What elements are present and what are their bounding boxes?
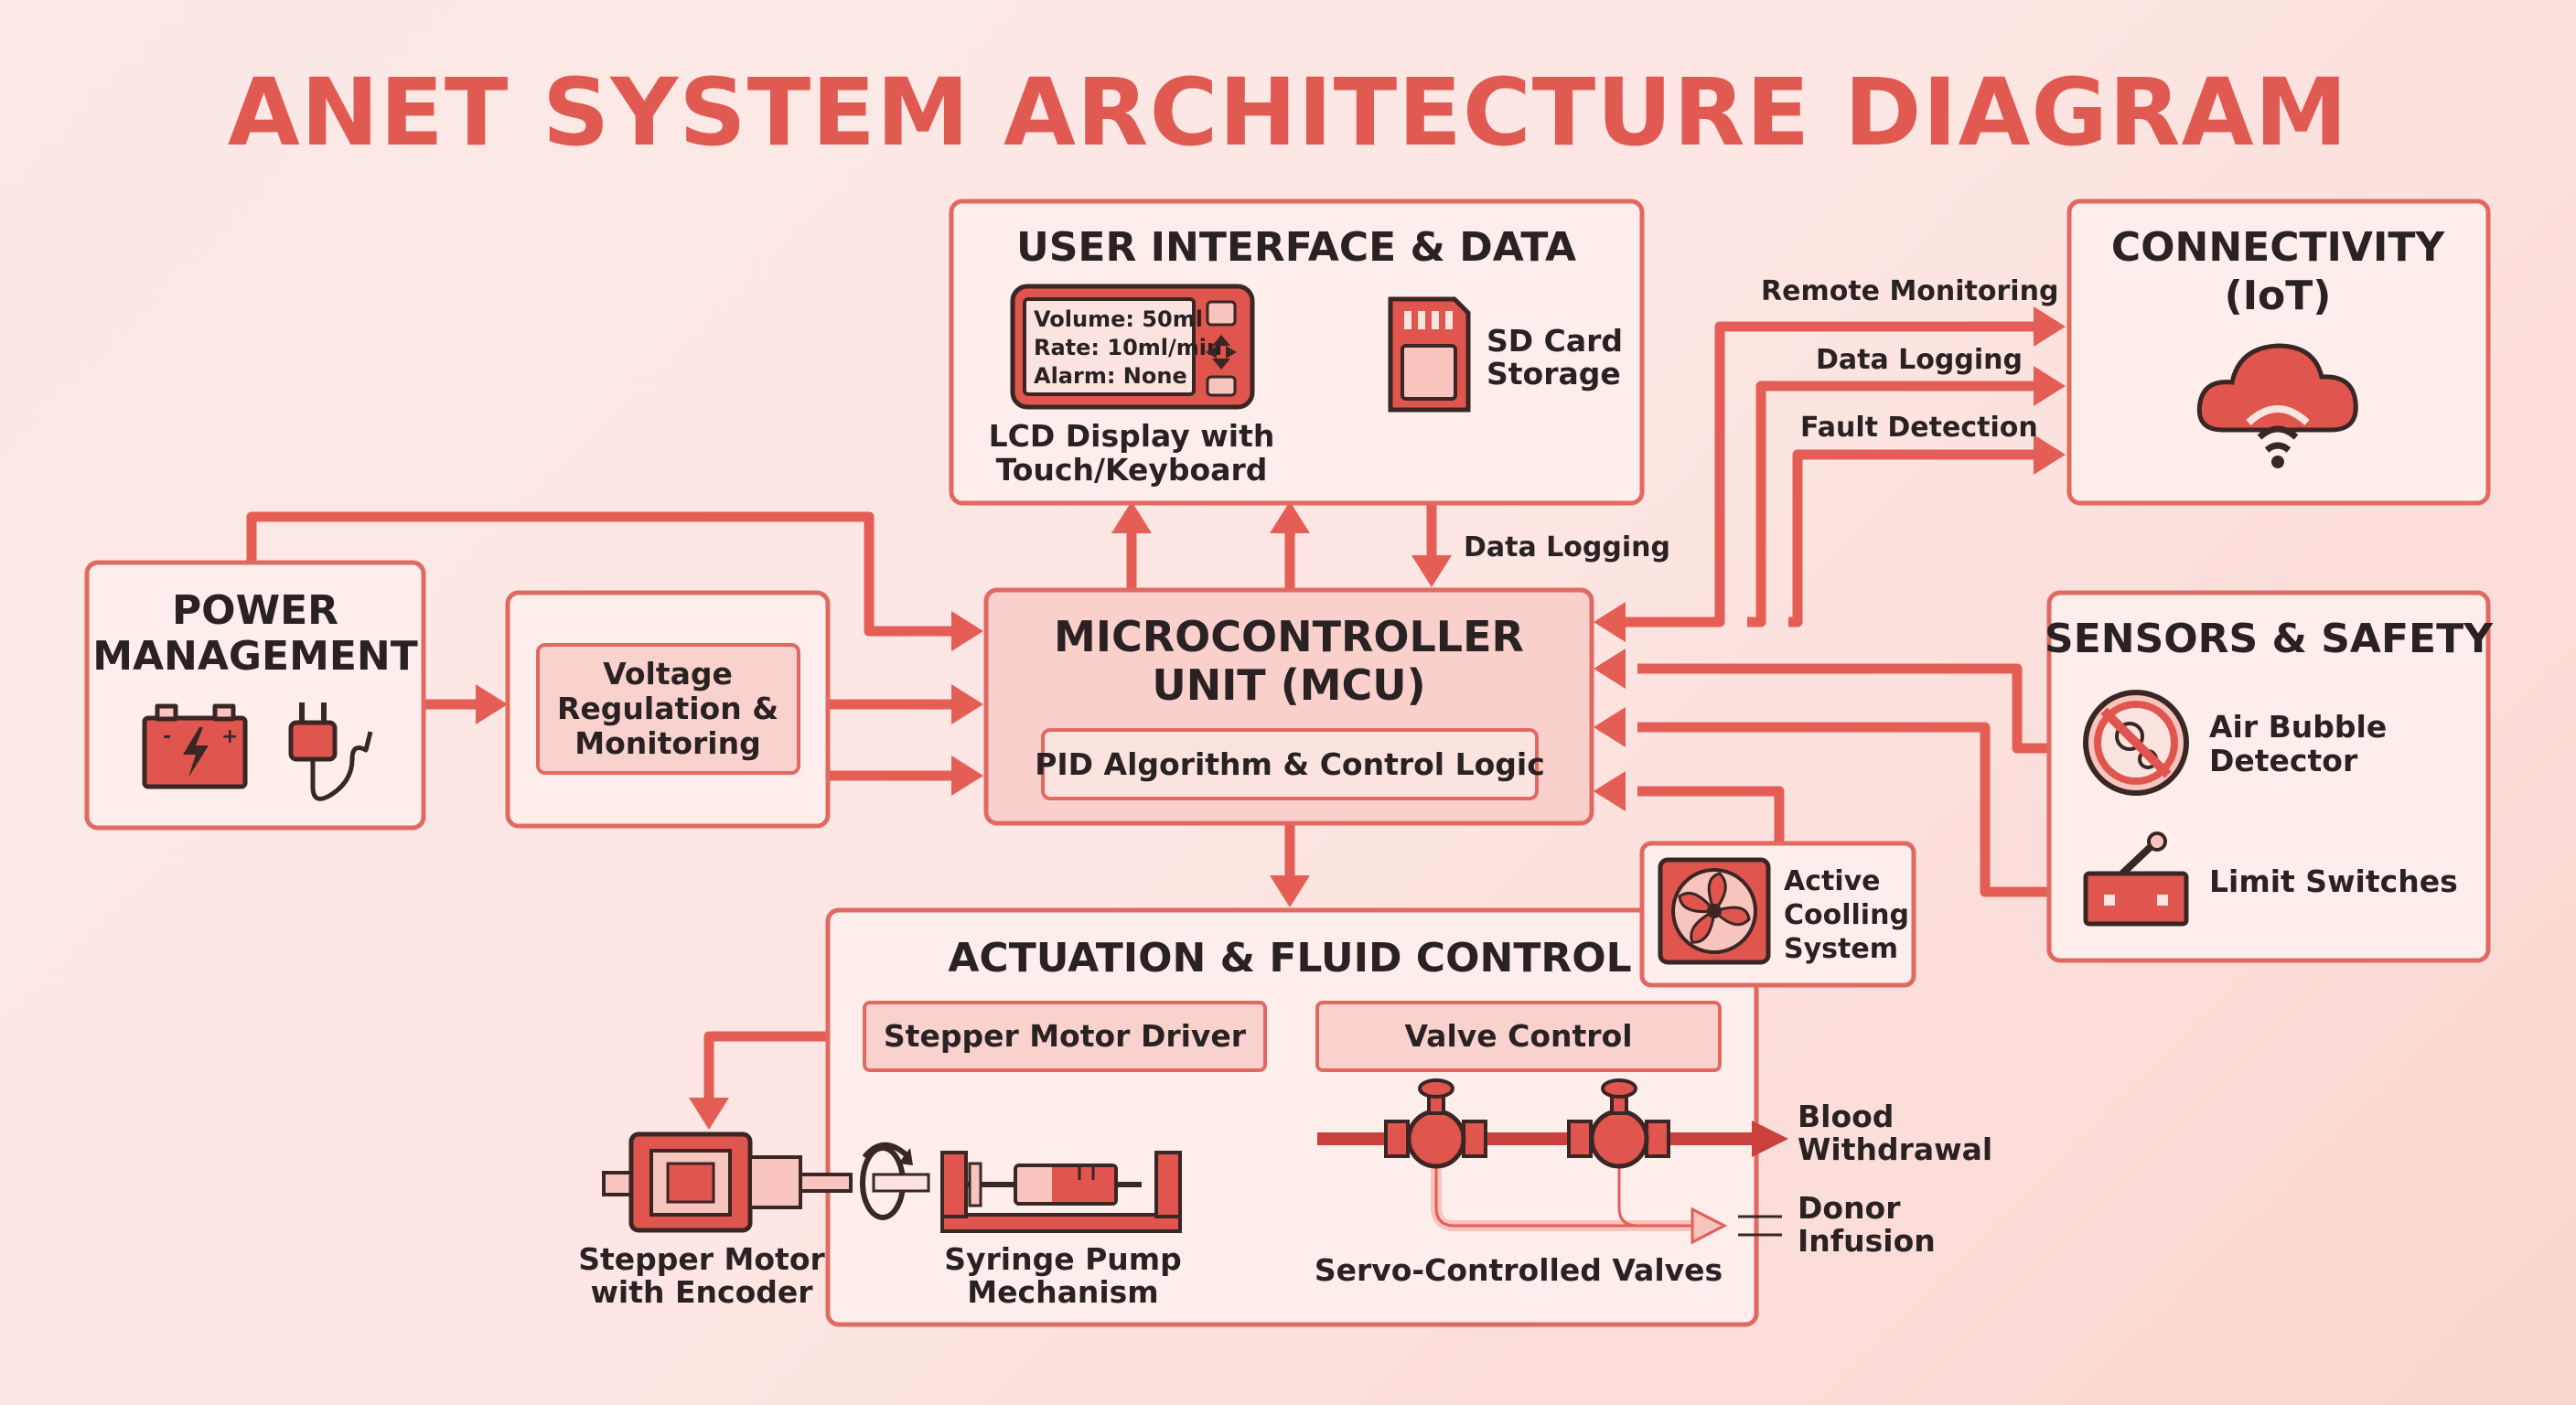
svg-text:+: +: [221, 725, 238, 748]
stepper-motor-icon: [602, 1132, 853, 1233]
ui-header: USER INTERFACE & DATA: [1016, 224, 1576, 271]
mcu-header-line1: MICROCONTROLLER: [1054, 612, 1524, 661]
rotation-encoder-icon: [860, 1142, 930, 1220]
air-bubble-line1: Air Bubble: [2209, 709, 2387, 745]
stepper-driver-box: [863, 1001, 1267, 1072]
page-title: ANET SYSTEM ARCHITECTURE DIAGRAM: [228, 59, 2348, 167]
valve-control-box: [1315, 1001, 1722, 1072]
limit-switch-icon: [2083, 831, 2189, 927]
donor-infusion-line1: Donor: [1798, 1190, 1901, 1226]
sensors-header: SENSORS & SAFETY: [2045, 616, 2494, 662]
arrowhead: [951, 611, 983, 651]
down-arrow-icon: [1212, 359, 1230, 370]
syringe-pump-line2: Mechanism: [967, 1274, 1158, 1310]
syringe-pump-icon: [940, 1151, 1182, 1233]
power-management-block: POWER MANAGEMENT - +: [84, 560, 426, 831]
pid-box: [1041, 728, 1539, 800]
arrowhead: [951, 756, 983, 796]
remote-monitoring-label: Remote Monitoring: [1761, 275, 2058, 307]
svg-text:-: -: [163, 725, 171, 748]
sd-card-line1: SD Card: [1487, 323, 1623, 359]
air-bubble-icon: [2083, 690, 2189, 796]
arrowhead: [1270, 875, 1310, 907]
lcd-caption-line2: Touch/Keyboard: [996, 452, 1268, 488]
arrowhead: [1111, 501, 1152, 533]
battery-icon: - +: [142, 703, 248, 789]
arrowhead: [951, 684, 983, 724]
donor-infusion-line2: Infusion: [1798, 1223, 1936, 1259]
voltage-line3: Monitoring: [574, 725, 760, 761]
stepper-motor-line1: Stepper Motor: [578, 1241, 825, 1277]
lcd-volume: Volume: 50ml: [1034, 306, 1203, 332]
active-cooling-block: Active Coolling System: [1639, 841, 1916, 988]
stepper-motor-line2: with Encoder: [590, 1274, 813, 1310]
arrowhead: [1594, 707, 1626, 747]
power-plug-icon: [288, 702, 373, 801]
lcd-caption-line1: LCD Display with: [989, 418, 1275, 454]
arrowhead: [689, 1098, 729, 1130]
user-interface-block: USER INTERFACE & DATA Volume: 50ml Rate:…: [949, 198, 1670, 563]
arrowhead: [1594, 771, 1626, 811]
wire-data-logging: [1747, 381, 2035, 627]
limit-switches-label: Limit Switches: [2209, 863, 2458, 899]
sd-card-icon: [1388, 296, 1471, 413]
cooling-line3: System: [1784, 933, 1898, 965]
air-bubble-line2: Detector: [2209, 743, 2358, 778]
arrowhead: [2034, 434, 2066, 475]
voltage-regulation-block: Voltage Regulation & Monitoring: [505, 590, 831, 829]
arrowhead: [476, 684, 508, 724]
wire-bubble-to-mcu: [1637, 663, 2049, 754]
fault-detection-label: Fault Detection: [1800, 412, 2038, 444]
cloud-wifi-icon: [2196, 343, 2358, 468]
connectivity-header-line2: (IoT): [2225, 273, 2332, 319]
sensors-safety-block: SENSORS & SAFETY Air Bubble Detector Lim…: [2045, 590, 2494, 963]
wire-limit-to-mcu: [1637, 722, 2049, 897]
pid-label: PID Algorithm & Control Logic: [1035, 746, 1545, 782]
arrowhead: [1270, 501, 1310, 533]
arrowhead: [1594, 602, 1626, 642]
arrowhead: [1411, 555, 1452, 587]
blood-withdrawal-line1: Blood: [1798, 1099, 1894, 1134]
servo-valves-label: Servo-Controlled Valves: [1315, 1252, 1723, 1288]
syringe-pump-line1: Syringe Pump: [944, 1241, 1182, 1277]
wire-power-to-mcu-top: [246, 511, 951, 637]
lcd-alarm: Alarm: None: [1034, 363, 1187, 389]
actuation-header: ACTUATION & FLUID CONTROL: [948, 935, 1631, 981]
voltage-inner-box: [536, 643, 800, 775]
user-interface-box: [949, 198, 1645, 506]
servo-valves-icon: [1317, 1078, 1788, 1245]
left-arrow-icon: [1206, 346, 1217, 359]
right-arrow-icon: [1226, 346, 1237, 359]
valve-control-label: Valve Control: [1404, 1018, 1632, 1054]
arrowhead: [2034, 366, 2066, 406]
connection-wires: [246, 321, 2049, 1134]
mcu-header-line2: UNIT (MCU): [1152, 660, 1425, 710]
wire-cooling-to-mcu: [1637, 786, 1785, 846]
fan-icon: [1658, 857, 1771, 965]
power-header-line2: MANAGEMENT: [92, 633, 418, 680]
cooling-line1: Active: [1784, 865, 1881, 897]
arrowhead: [2034, 306, 2066, 347]
actuation-block: ACTUATION & FLUID CONTROL Stepper Motor …: [578, 907, 1788, 1327]
power-header-line1: POWER: [172, 587, 338, 634]
blood-withdrawal-line2: Withdrawal: [1798, 1132, 1992, 1167]
sd-card-line2: Storage: [1487, 356, 1621, 391]
data-logging-label: Data Logging: [1464, 531, 1670, 563]
voltage-line2: Regulation &: [557, 691, 778, 726]
stepper-driver-label: Stepper Motor Driver: [884, 1018, 1247, 1054]
lcd-rate: Rate: 10ml/min: [1034, 335, 1222, 360]
sensors-box: [2046, 590, 2491, 963]
up-arrow-icon: [1212, 335, 1230, 346]
connectivity-block: Remote Monitoring Data Logging Fault Det…: [1761, 198, 2491, 506]
wire-driver-to-motor: [703, 1031, 864, 1102]
cooling-line2: Coolling: [1784, 899, 1909, 931]
mcu-block: MICROCONTROLLER UNIT (MCU) PID Algorithm…: [983, 587, 1594, 826]
data-logging-link-label: Data Logging: [1816, 344, 2023, 376]
voltage-line1: Voltage: [603, 656, 733, 692]
wire-fault-detection: [1788, 449, 2035, 627]
connectivity-header-line1: CONNECTIVITY: [2111, 224, 2446, 271]
arrowhead: [1594, 649, 1626, 689]
lcd-display-icon: Volume: 50ml Rate: 10ml/min Alarm: None: [1010, 284, 1255, 410]
